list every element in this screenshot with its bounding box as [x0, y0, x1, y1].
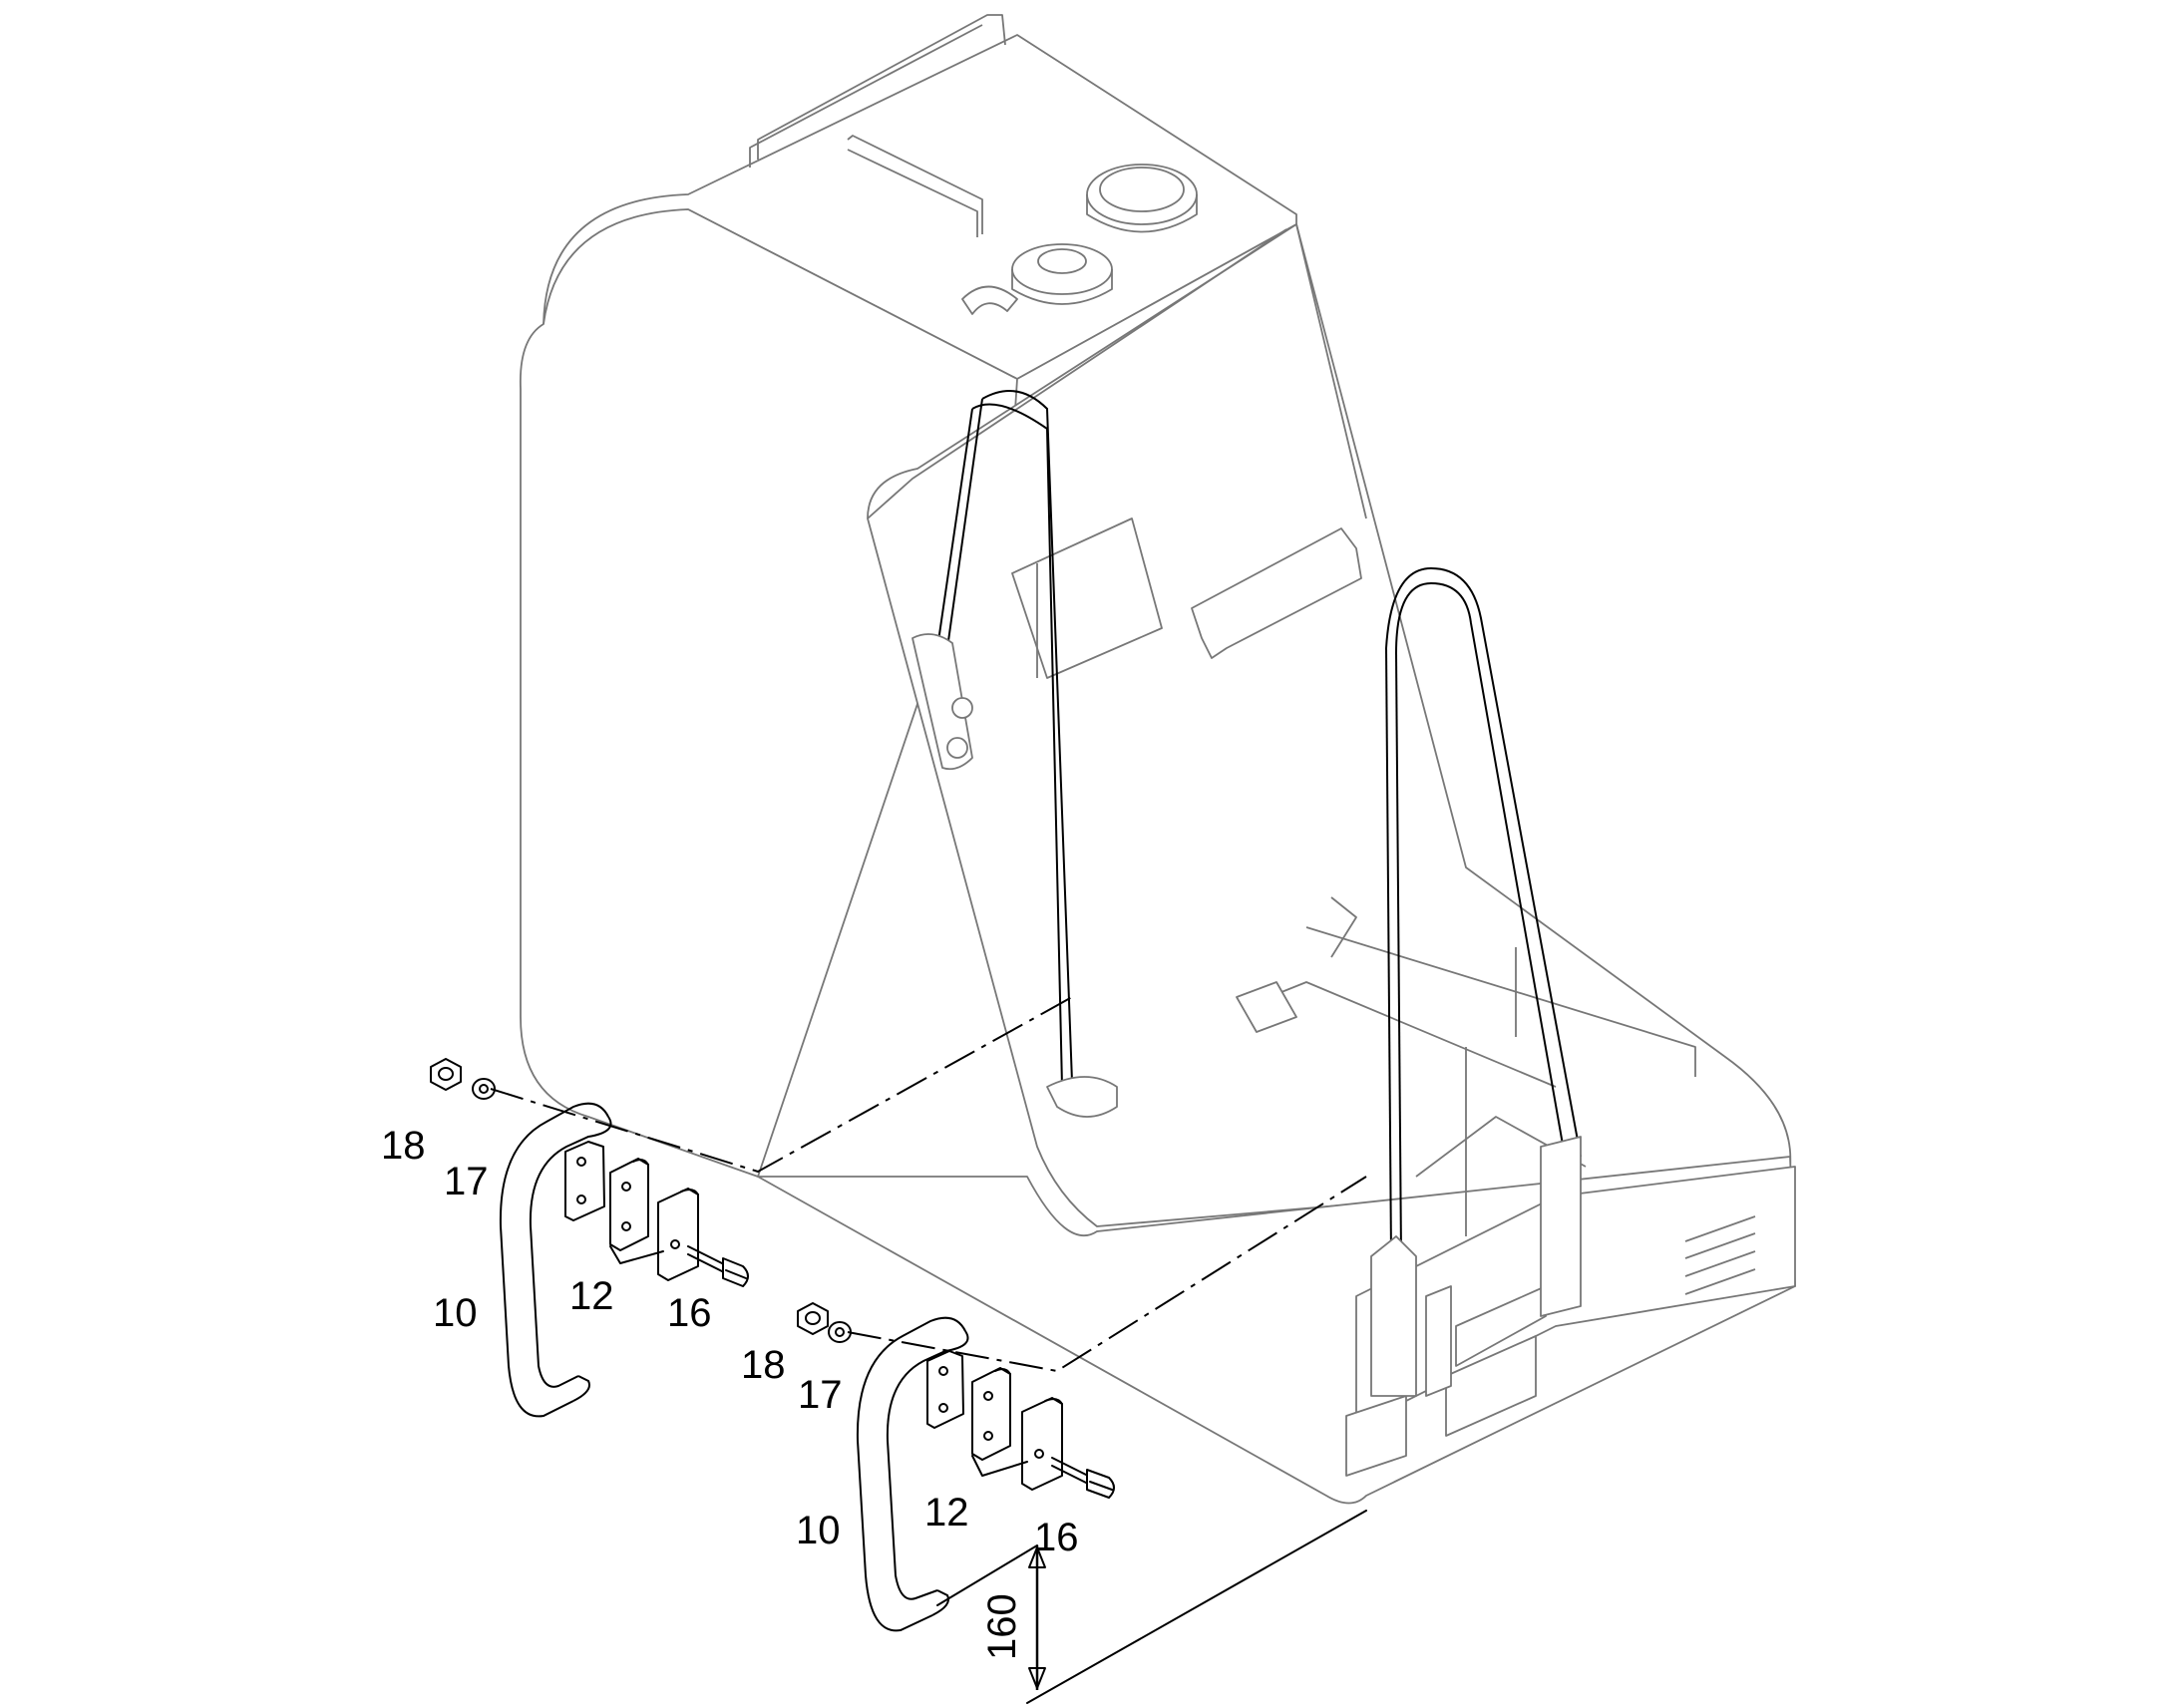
callout-18a: 18 [381, 1124, 426, 1168]
bolt-16b [1051, 1457, 1115, 1499]
callout-18b: 18 [741, 1343, 786, 1387]
callout-17a: 17 [444, 1160, 489, 1203]
part-group-b [797, 1176, 1367, 1632]
nut-18a [430, 1058, 462, 1091]
handle-10a [499, 1102, 612, 1418]
clamp-plate-12a [564, 1141, 699, 1281]
callout-labels: 18 17 10 12 16 18 17 10 12 16 [381, 1124, 1079, 1559]
callout-16b: 16 [1034, 1516, 1079, 1559]
part-group-a [430, 996, 1073, 1418]
callout-12a: 12 [569, 1274, 614, 1318]
callout-16a: 16 [667, 1291, 712, 1335]
centerline-a [490, 996, 1073, 1174]
callout-10a: 10 [433, 1291, 478, 1335]
washer-17b [828, 1321, 852, 1343]
washer-17a [472, 1078, 496, 1100]
dimension-160: 160 [936, 1510, 1367, 1704]
vent-grille [1684, 1215, 1756, 1295]
hood-body [519, 14, 1796, 1505]
rear-upright-handrail [911, 390, 1118, 1118]
centerline-b [847, 1176, 1367, 1373]
bolt-16a [687, 1245, 749, 1287]
chassis-frame [1011, 517, 1756, 1477]
callout-17b: 17 [798, 1373, 843, 1417]
nut-18b [797, 1302, 829, 1335]
callout-12b: 12 [924, 1491, 969, 1535]
handle-10b [856, 1316, 969, 1632]
dimension-label: 160 [980, 1593, 1024, 1660]
front-upright-handrail [1370, 566, 1582, 1397]
clamp-plate-12b [926, 1350, 1063, 1491]
callout-10b: 10 [796, 1509, 841, 1552]
